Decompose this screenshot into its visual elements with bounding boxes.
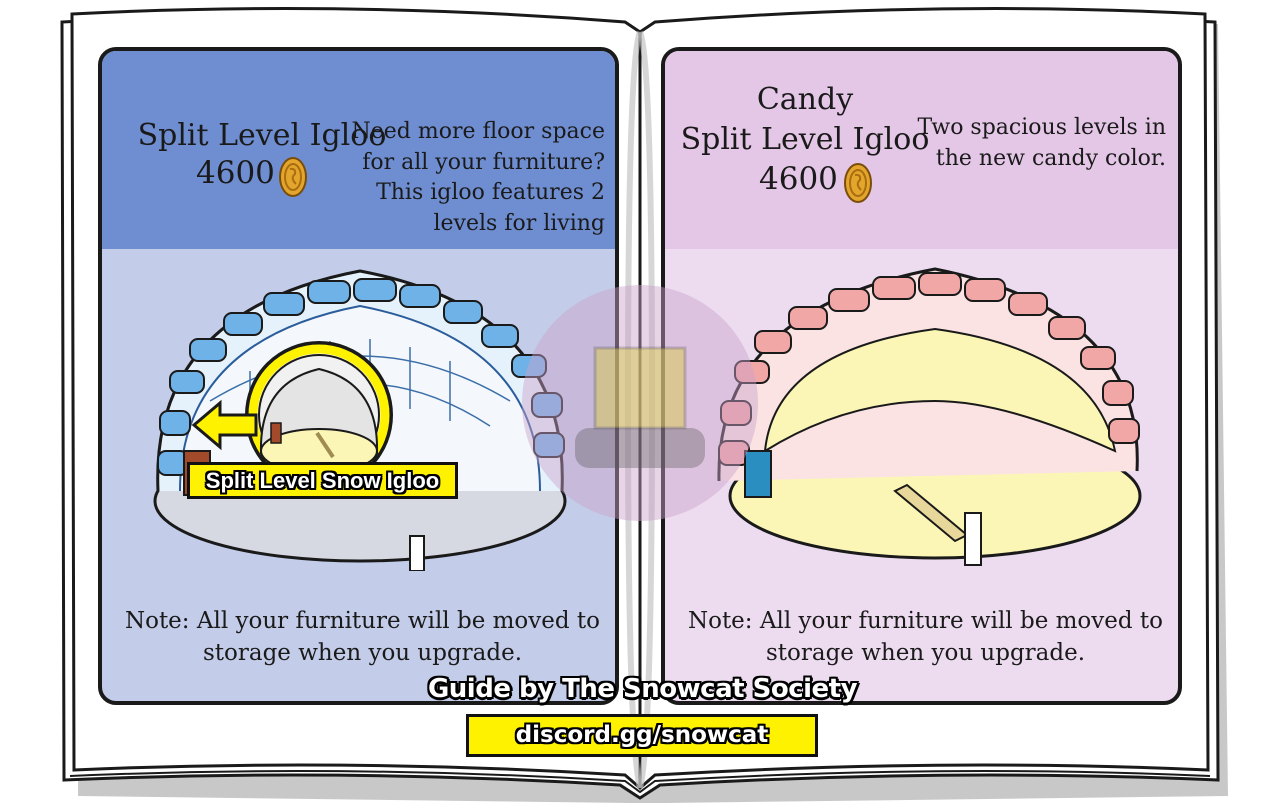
note-line: Note: All your furniture will be moved t… bbox=[124, 608, 601, 634]
left-catalog-page: Split Level Igloo 4600 Need more floor s… bbox=[98, 47, 619, 705]
right-item-title-line1: Candy bbox=[756, 82, 854, 117]
desc-line: Two spacious levels in bbox=[917, 115, 1166, 140]
arrow-left-icon bbox=[191, 399, 258, 451]
note-line: storage when you upgrade. bbox=[202, 640, 523, 666]
note-line: storage when you upgrade. bbox=[765, 640, 1086, 666]
guide-credit: Guide by The Snowcat Society bbox=[427, 674, 858, 704]
coin-icon bbox=[844, 163, 872, 203]
left-upgrade-note: Note: All your furniture will be moved t… bbox=[102, 605, 615, 669]
desc-line: for all your furniture? bbox=[362, 149, 605, 175]
candy-split-level-igloo-image[interactable] bbox=[705, 251, 1150, 571]
left-item-price: 4600 bbox=[196, 155, 275, 191]
right-catalog-page: Candy Split Level Igloo 4600 Two spaciou… bbox=[661, 47, 1182, 705]
discord-link[interactable]: discord.gg/snowcat bbox=[466, 714, 818, 757]
right-item-price: 4600 bbox=[759, 161, 838, 197]
desc-line: the new candy color. bbox=[935, 145, 1166, 171]
left-item-description: Need more floor space for all your furni… bbox=[345, 117, 605, 239]
note-line: Note: All your furniture will be moved t… bbox=[687, 608, 1164, 634]
desc-line: Need more floor space bbox=[351, 119, 605, 144]
right-item-description: Two spacious levels in the new candy col… bbox=[906, 113, 1166, 174]
right-item-title-line2: Split Level Igloo bbox=[680, 122, 930, 157]
right-page-header bbox=[665, 51, 1178, 249]
snowcat-watermark bbox=[522, 285, 758, 521]
magnifier-inset bbox=[245, 341, 393, 489]
split-level-snow-igloo-label: Split Level Snow Igloo bbox=[187, 462, 458, 499]
right-upgrade-note: Note: All your furniture will be moved t… bbox=[665, 605, 1178, 669]
left-page-header bbox=[102, 51, 615, 249]
desc-line: This igloo features 2 bbox=[376, 180, 605, 205]
left-item-title: Split Level Igloo bbox=[137, 118, 387, 153]
coin-icon bbox=[279, 157, 307, 197]
desc-line: levels for living bbox=[433, 210, 605, 236]
